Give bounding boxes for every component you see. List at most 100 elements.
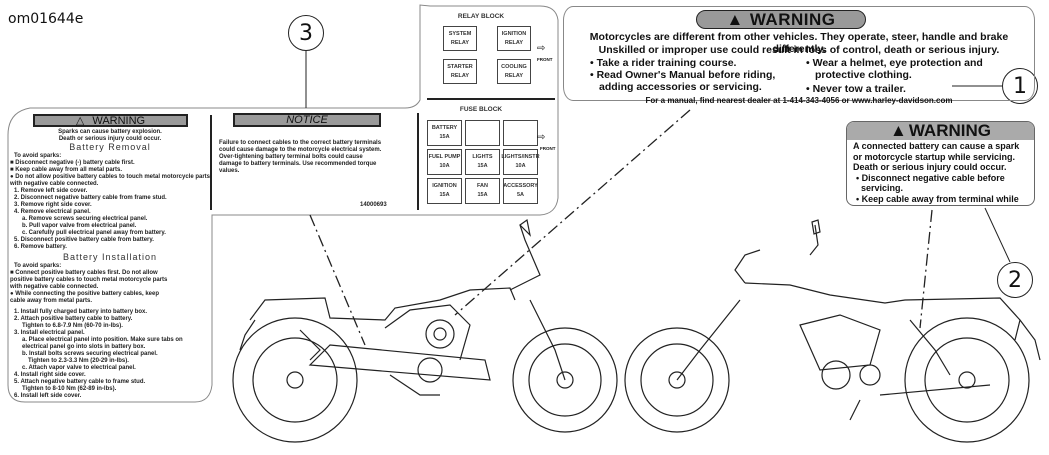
label3-install-step: c. Attach vapor valve to electrical pane… <box>22 365 136 371</box>
relay-block-title: RELAY BLOCK <box>457 13 505 20</box>
relay-system: SYSTEM RELAY <box>443 26 477 51</box>
fuse-rating: 10A <box>515 163 526 169</box>
label3-install-step: 6. Install left side cover. <box>14 393 82 399</box>
fuse-cell <box>465 120 500 146</box>
label3-install-step: b. Install bolts screws securing electri… <box>22 351 158 357</box>
label3-install-step: Tighten to 6.8-7.9 Nm (60-70 in-lbs). <box>22 323 123 329</box>
relay-front-label: FRONT <box>537 57 553 62</box>
motorcycle-right-side-drawing <box>624 219 1041 443</box>
fuse-name: BATTERY <box>431 125 458 131</box>
label1-bullet-left-1: • Take a rider training course. <box>590 57 737 69</box>
label2-line-1: A connected battery can cause a spark or… <box>853 141 1020 162</box>
relay-starter: STARTER RELAY <box>443 59 477 84</box>
label3-removal-step: 6. Remove battery. <box>14 244 67 250</box>
fuse-rating: 5A <box>516 192 525 198</box>
label3-install-step: Tighten to 2.3-3.3 Nm (20-29 in-lbs). <box>28 358 129 364</box>
fuse-name: FAN <box>477 183 488 189</box>
fuse-name: FUEL PUMP <box>428 154 461 160</box>
callout-1: 1 <box>1002 68 1038 104</box>
label3-notice-header: NOTICE <box>233 113 381 127</box>
divider <box>427 98 555 100</box>
label3-install-bullet-2: ● While connecting the positive battery … <box>10 291 160 304</box>
fuse-rating: 15A <box>439 192 450 198</box>
callout-2: 2 <box>997 262 1033 298</box>
fuse-cell: FUEL PUMP 10A <box>427 149 462 175</box>
label3-part-number: 14000693 <box>360 202 387 208</box>
front-arrow-icon: ⇨ <box>537 132 546 143</box>
fuse-cell: LIGHTS/INSTR 10A <box>501 149 540 175</box>
label2-warning-header: ▲ WARNING <box>847 122 1034 140</box>
fuse-name: LIGHTS/INSTR <box>501 154 540 160</box>
label2-line-2: Death or serious injury could occur. <box>853 162 1007 173</box>
label2-bullet-2: • Keep cable away from terminal while se… <box>856 193 1019 205</box>
label3-install-step: 5. Attach negative battery cable to fram… <box>14 379 146 385</box>
label3-removal-step: 3. Remove right side cover. <box>14 202 92 208</box>
label3-install-step: 3. Install electrical panel. <box>14 330 85 336</box>
fuse-name: ACCESSORY <box>503 183 538 189</box>
fuse-name: LIGHTS <box>472 154 493 160</box>
label1-line-1: Motorcycles are different from other veh… <box>589 31 1009 55</box>
label3-removal-step: 4. Remove electrical panel. <box>14 209 91 215</box>
divider <box>210 115 212 210</box>
label2-bullet-1: • Disconnect negative cable before servi… <box>856 172 1005 194</box>
label3-warning-line-1: Sparks can cause battery explosion. <box>58 129 162 135</box>
label3-install-step: Tighten to 8-10 Nm (62-89 in-lbs). <box>22 386 117 392</box>
label3-removal-step: 5. Disconnect positive battery cable fro… <box>14 237 154 243</box>
label1-bullet-right-2: • Never tow a trailer. <box>806 83 906 95</box>
label3-warning-header: △ WARNING <box>33 114 188 127</box>
warning-triangle-icon: ▲ <box>890 121 907 140</box>
label3-install-title: Battery Installation <box>62 252 158 262</box>
fuse-cell: BATTERY 15A <box>427 120 462 146</box>
relay-ignition: IGNITION RELAY <box>497 26 531 51</box>
fuse-cell <box>503 120 538 146</box>
label3-removal-bullet-3: ● Do not allow positive battery cables t… <box>10 174 211 187</box>
front-arrow-icon: ⇨ <box>537 43 546 54</box>
label1-bullet-right-1: • Wear a helmet, eye protection and prot… <box>806 57 983 81</box>
motorcycle-left-side-drawing <box>232 218 618 443</box>
callout-3: 3 <box>288 15 324 51</box>
fuse-front-label: FRONT <box>540 146 556 151</box>
label3-outline <box>7 4 559 403</box>
fuse-grid: BATTERY 15A FUEL PUMP 10A LIGHTS 15A LIGHTS/IN… <box>427 120 540 205</box>
label3-install-bullet-1: ■ Connect positive battery cables first.… <box>10 270 168 290</box>
fuse-cell: ACCESSORY 5A <box>503 178 538 204</box>
fuse-rating: 15A <box>439 134 450 140</box>
label3-warning-line-2: Death or serious injury could occur. <box>58 136 162 142</box>
label1-warning-header: ▲ WARNING <box>696 10 866 29</box>
label3-install-step: 4. Install right side cover. <box>14 372 86 378</box>
label3-install-step: a. Place electrical panel into position.… <box>22 337 183 350</box>
label3-notice-text: Failure to connect cables to the correct… <box>219 140 382 174</box>
label3-removal-step: c. Carefully pull electrical panel away … <box>22 230 166 236</box>
fuse-name: IGNITION <box>432 183 457 189</box>
label3-removal-intro: To avoid sparks: <box>14 153 62 159</box>
label3-removal-step: 2. Disconnect negative battery cable fro… <box>14 195 167 201</box>
label3-install-step: 1. Install fully charged battery into ba… <box>14 309 148 315</box>
label3-removal-step: b. Pull vapor valve from electrical pane… <box>22 223 137 229</box>
label-1-rider-warning: ▲ WARNING Motorcycles are different from… <box>563 6 1035 105</box>
label1-line-2: Unskilled or improper use could result i… <box>598 44 1000 56</box>
label-2-battery-warning: ▲ WARNING A connected battery can cause … <box>846 121 1035 206</box>
label3-removal-step: 1. Remove left side cover. <box>14 188 88 194</box>
figure-id: om01644e <box>8 11 84 27</box>
label3-install-intro: To avoid sparks: <box>14 263 62 269</box>
relay-cooling: COOLING RELAY <box>497 59 531 84</box>
fuse-rating: 15A <box>477 192 488 198</box>
leader-label1-to-bike-left <box>454 109 691 316</box>
label3-removal-title: Battery Removal <box>69 142 151 152</box>
fuse-cell: FAN 15A <box>465 178 500 204</box>
label1-bullet-left-2: • Read Owner's Manual before riding, add… <box>590 69 776 93</box>
label3-removal-bullet-1: ■ Disconnect negative (-) battery cable … <box>10 160 135 166</box>
divider <box>417 113 419 210</box>
fuse-rating: 15A <box>477 163 488 169</box>
label3-removal-step: a. Remove screws securing electrical pan… <box>22 216 148 222</box>
warning-triangle-outline-icon: △ <box>75 115 85 127</box>
fuse-block-title: FUSE BLOCK <box>459 106 503 113</box>
label1-footer: For a manual, find nearest dealer at 1-4… <box>645 96 953 105</box>
label3-install-step: 2. Attach positive battery cable to batt… <box>14 316 133 322</box>
fuse-rating: 10A <box>439 163 450 169</box>
leader-label3-to-bike-left <box>309 214 366 346</box>
fuse-cell: LIGHTS 15A <box>465 149 500 175</box>
leader-label2-to-bike-right <box>919 209 933 329</box>
warning-triangle-icon: ▲ <box>726 9 744 29</box>
